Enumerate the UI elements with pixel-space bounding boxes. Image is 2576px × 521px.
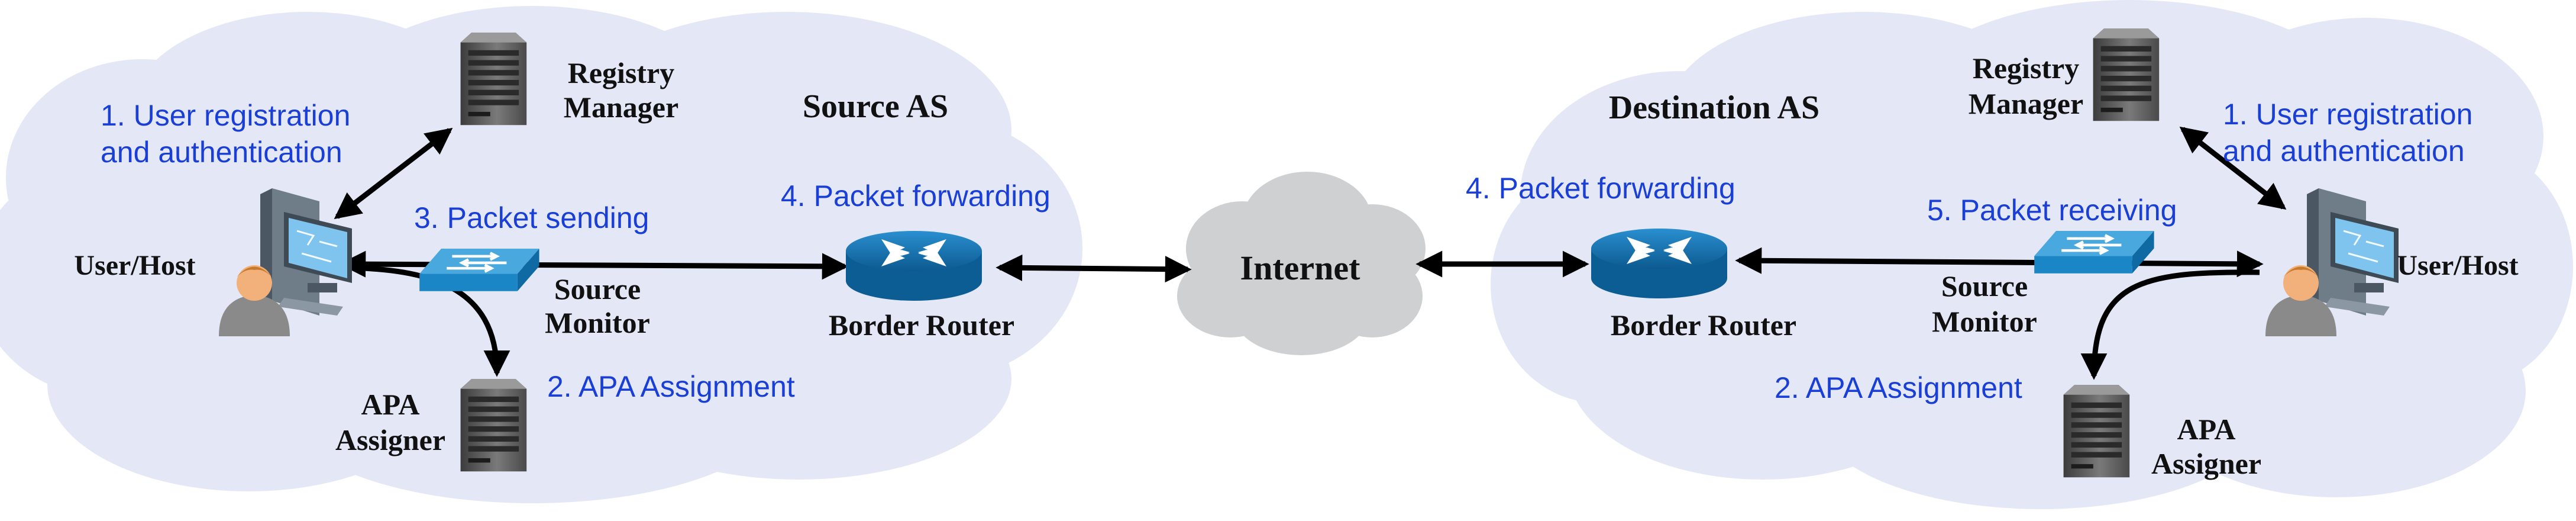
- dst-assigner-label-1: APA: [2177, 413, 2235, 446]
- destination-as: Destination AS Registry Manager User/Hos…: [1466, 28, 2519, 480]
- dst-registry-label-1: Registry: [1973, 52, 2080, 85]
- src-border-router: Border Router: [829, 231, 1014, 342]
- src-step-registration-2: and authentication: [101, 136, 342, 169]
- src-source-monitor: Source Monitor: [419, 249, 650, 339]
- arrow-src-host-registry: [334, 127, 453, 220]
- dst-step-receiving: 5. Packet receiving: [1927, 194, 2177, 227]
- server-icon: [460, 379, 527, 472]
- src-router-label: Border Router: [829, 308, 1014, 342]
- server-icon: [2093, 28, 2160, 121]
- dst-registry-label-2: Manager: [1969, 87, 2083, 120]
- dst-apa-assigner: APA Assigner: [2063, 385, 2261, 480]
- src-registry-manager: Registry Manager: [460, 33, 678, 126]
- dst-assigner-label-2: Assigner: [2151, 447, 2261, 480]
- src-apa-assigner: APA Assigner: [335, 379, 527, 472]
- dst-router-label: Border Router: [1611, 308, 1796, 342]
- server-icon: [2063, 385, 2130, 478]
- dst-user-host: User/Host: [2264, 187, 2519, 337]
- arrow-src-router-internet: [996, 254, 1192, 283]
- source-as-title: Source AS: [803, 88, 948, 125]
- source-as: Source AS Registry Manager User/Host Sou…: [74, 33, 1051, 472]
- internet-label: Internet: [1240, 249, 1361, 287]
- dst-step-registration-2: and authentication: [2223, 134, 2465, 168]
- server-icon: [460, 33, 527, 126]
- arrow-dst-host-assigner: [2080, 269, 2260, 380]
- internet-cloud: Internet: [1177, 172, 1426, 355]
- cloud-icon: [1177, 172, 1426, 355]
- dst-monitor-label-2: Monitor: [1932, 305, 2037, 338]
- src-monitor-label-2: Monitor: [545, 306, 650, 339]
- src-step-assignment: 2. APA Assignment: [547, 370, 795, 403]
- dst-step-registration-1: 1. User registration: [2223, 98, 2472, 131]
- src-assigner-label-1: APA: [361, 388, 419, 421]
- dst-host-label: User/Host: [2397, 250, 2518, 281]
- src-step-forwarding: 4. Packet forwarding: [781, 179, 1051, 213]
- dst-source-monitor: Source Monitor: [1932, 231, 2154, 338]
- switch-icon: [419, 249, 539, 291]
- dst-border-router: Border Router: [1591, 229, 1796, 342]
- router-icon: [1591, 229, 1727, 298]
- dst-step-forwarding: 4. Packet forwarding: [1466, 172, 1735, 205]
- src-registry-label-2: Manager: [564, 91, 678, 124]
- src-monitor-label-1: Source: [554, 272, 641, 305]
- src-step-registration-1: 1. User registration: [101, 99, 350, 132]
- dst-registry-manager: Registry Manager: [1969, 28, 2160, 121]
- src-step-sending: 3. Packet sending: [414, 201, 649, 234]
- switch-icon: [2034, 231, 2154, 274]
- dst-monitor-label-1: Source: [1941, 269, 2028, 303]
- src-registry-label-1: Registry: [568, 56, 675, 89]
- arrow-dst-registry-host: [2179, 126, 2287, 210]
- destination-as-title: Destination AS: [1609, 89, 1819, 126]
- router-icon: [846, 231, 982, 301]
- src-user-host: User/Host: [74, 187, 353, 337]
- source-as-cloud: [0, 6, 1082, 503]
- arrow-dst-router-host: [1735, 247, 2264, 278]
- src-host-label: User/Host: [74, 250, 195, 281]
- src-assigner-label-2: Assigner: [335, 423, 445, 456]
- dst-step-assignment: 2. APA Assignment: [1775, 371, 2022, 404]
- arrow-src-host-router: [339, 250, 849, 280]
